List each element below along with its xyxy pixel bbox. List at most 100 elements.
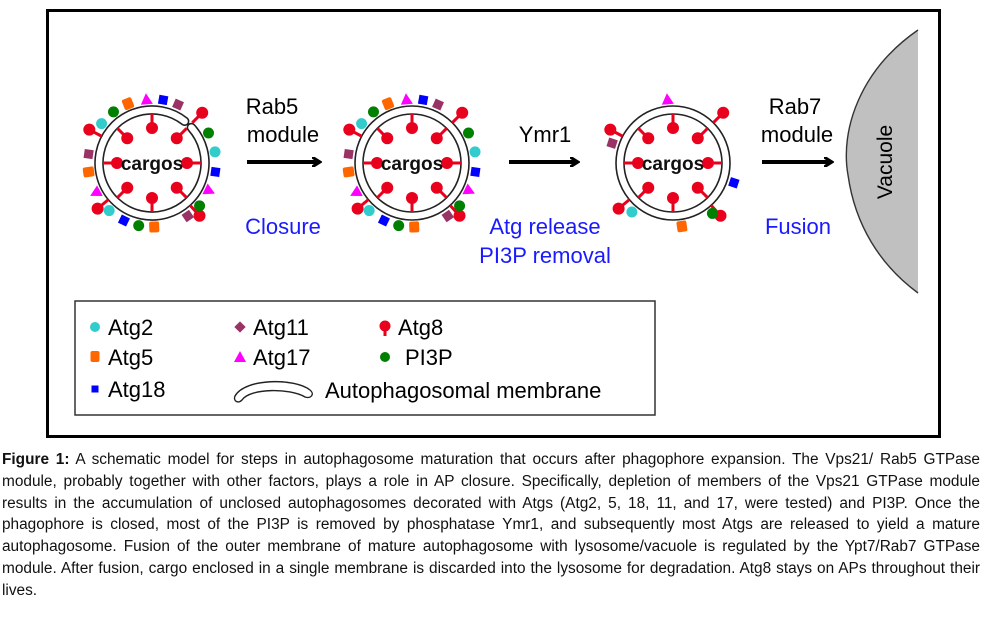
atg11-marker [606,137,618,149]
atg18-marker [470,166,481,177]
atg17-marker [400,93,413,105]
atg5-legend-symbol [90,351,100,362]
atg17-marker [202,183,215,195]
step-rab5: Rab5 module Closure [245,94,321,239]
atg18-marker [417,94,429,106]
atg11-marker [441,209,455,223]
atg5-marker [82,166,95,178]
vacuole-outline [845,29,919,294]
atg8-marker [612,198,631,215]
atg2-marker [209,146,221,158]
step-atg-release-label: Atg release [489,214,600,239]
legend-item-atg17: Atg17 [234,345,311,370]
legend-item-atg2: Atg2 [90,315,153,340]
legend-item-atg11: Atg11 [234,315,309,340]
pi3p-marker [107,106,119,118]
atg8-marker [181,157,201,169]
atg8-marker [702,157,722,169]
atg11-marker [343,149,354,160]
atg11-marker [83,149,94,160]
atg5-marker [676,220,688,233]
pi3p-marker [393,220,405,232]
vacuole-shape [846,30,918,293]
legend-item-atg18: Atg18 [91,377,166,402]
stage-unclosed-autophagosome: cargos [342,93,481,233]
caption-text: A schematic model for steps in autophago… [2,451,980,599]
atg11-legend-symbol [234,321,246,333]
pi3p-marker [463,127,475,139]
pi3p-marker [454,200,466,212]
atg5-marker [409,221,420,233]
atg2-marker [103,205,115,217]
atg8-marker [691,127,709,145]
atg8-marker [430,127,448,145]
step-closure-label: Closure [245,214,321,239]
atg17-legend-symbol [234,351,246,362]
stage-phagophore: cargos [82,93,221,233]
step-rab7: Rab7 module Fusion [761,94,833,239]
vacuole-label: Vacuole [874,125,897,199]
atg8-marker [449,204,466,222]
atg17-marker [350,185,363,196]
atg8-marker [91,198,110,215]
atg8-marker [146,192,158,212]
atg8-marker [103,157,123,169]
legend-item-membrane: Autophagosomal membrane [233,378,601,403]
atg8-marker [624,157,644,169]
atg8-marker [637,181,655,199]
atg2-legend-symbol [90,322,100,332]
atg8-marker [189,204,206,222]
step-fusion-label: Fusion [765,214,831,239]
atg8-marker [343,123,363,138]
cargos-label: cargos [642,154,704,175]
step-rab7-label-line1: Rab7 [769,94,822,119]
pi3p-marker [367,106,379,118]
atg8-marker [116,127,134,145]
atg8-marker [667,114,679,134]
atg2-marker [96,118,108,130]
atg8-marker [376,181,394,199]
atg8-marker [430,181,448,199]
legend-box [74,300,656,416]
legend-label: Atg11 [253,315,309,340]
atg18-marker [157,94,169,106]
membrane-legend-symbol [233,381,313,403]
atg5-marker [381,97,395,111]
legend-label: PI3P [405,345,453,370]
atg8-marker [116,181,134,199]
atg8-marker [691,181,709,199]
step-rab5-label-line2: module [247,122,319,147]
caption-label: Figure 1: [2,451,70,468]
pi3p-marker [706,207,718,219]
legend-label: Atg5 [108,345,153,370]
step-rab7-label-line2: module [761,122,833,147]
legend-label: Atg17 [253,345,311,370]
atg18-marker [210,166,221,177]
step-ymr1-label: Ymr1 [519,122,572,147]
legend-label: Autophagosomal membrane [325,378,601,403]
atg18-legend-symbol [91,385,99,393]
cargos-label: cargos [121,154,183,175]
atg5-marker [342,166,355,178]
atg17-marker [90,185,103,196]
vacuole: Vacuole [845,29,919,294]
cargos-label: cargos [381,154,443,175]
figure-caption: Figure 1: A schematic model for steps in… [2,449,980,602]
atg2-marker [363,205,375,217]
atg8-marker [406,114,418,134]
atg2-marker [469,146,481,158]
atg5-marker [121,97,135,111]
atg5-marker [149,221,160,233]
stage-mature-autophagosome: cargos [604,93,740,233]
diagram: Vacuole cargos cargos cargos Rab5 module… [74,29,919,416]
atg8-marker [712,106,730,124]
pi3p-marker [133,220,145,232]
atg8-marker [604,123,624,138]
legend-label: Atg8 [398,315,443,340]
legend-item-atg8: Atg8 [379,315,443,340]
step-pi3p-removal-label: PI3P removal [479,243,611,268]
pi3p-marker [194,200,206,212]
atg8-marker [637,127,655,145]
atg17-marker [661,93,674,105]
